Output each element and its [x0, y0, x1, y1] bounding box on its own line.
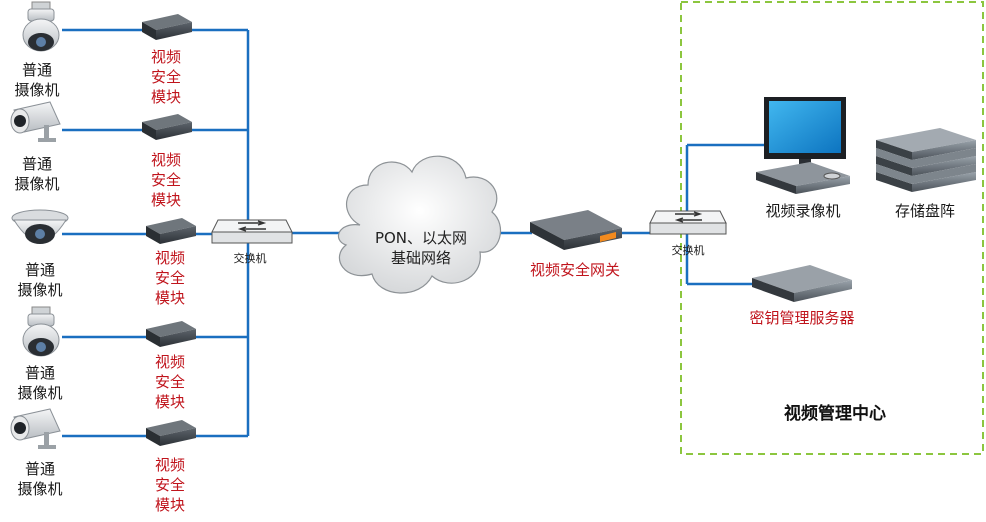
storage-rack-icon — [876, 128, 976, 192]
monitor-icon — [764, 97, 846, 167]
camera-label-line: 摄像机 — [17, 281, 63, 299]
camera-label-line: 普通 — [24, 261, 55, 279]
switch-right-label: 交换机 — [671, 244, 705, 257]
network-cloud — [337, 155, 502, 294]
network-cloud-label: PON、以太网 基础网络 — [356, 228, 486, 268]
camera-label-line: 摄像机 — [17, 384, 63, 402]
storage-array — [876, 128, 976, 192]
management-center-border — [680, 1, 984, 455]
module-label-line: 视频 — [154, 353, 185, 371]
camera-2 — [10, 101, 61, 142]
recorder-unit-icon — [756, 162, 850, 194]
key-server-label: 密钥管理服务器 — [749, 309, 855, 327]
switch-icon — [211, 219, 293, 233]
camera-3 — [11, 209, 69, 244]
camera-label-4: 普通 摄像机 — [15, 363, 65, 403]
module-label-line: 安全 — [154, 373, 185, 391]
module-label-line: 视频 — [154, 456, 185, 474]
camera-label-line: 摄像机 — [14, 175, 60, 193]
module-label-line: 安全 — [150, 171, 181, 189]
module-label-3: 视频 安全 模块 — [148, 248, 192, 308]
camera-label-2: 普通 摄像机 — [12, 154, 62, 194]
module-label-line: 安全 — [150, 68, 181, 86]
video-security-module-5 — [146, 420, 196, 446]
module-label-line: 视频 — [150, 48, 181, 66]
module-box-icon — [142, 114, 192, 130]
switch-left-label: 交换机 — [233, 252, 267, 265]
camera-label-5: 普通 摄像机 — [15, 459, 65, 499]
gateway-icon — [530, 210, 622, 240]
module-box-icon — [146, 420, 196, 436]
camera-label-line: 普通 — [21, 155, 52, 173]
dome-camera-icon — [11, 209, 69, 244]
network-label-line: PON、以太网 — [374, 229, 468, 247]
bullet-camera-icon — [10, 101, 61, 142]
ptz-dome-camera-icon — [22, 1, 60, 52]
module-label-1: 视频 安全 模块 — [144, 47, 188, 107]
storage-label: 存储盘阵 — [894, 202, 955, 220]
camera-label-3: 普通 摄像机 — [15, 260, 65, 300]
management-center-title: 视频管理中心 — [784, 404, 886, 424]
module-label-line: 模块 — [154, 289, 185, 307]
module-label-line: 安全 — [154, 269, 185, 287]
server-icon — [752, 265, 852, 302]
camera-4 — [22, 306, 60, 357]
ptz-dome-camera-icon — [22, 306, 60, 357]
module-label-4: 视频 安全 模块 — [148, 352, 192, 412]
video-security-module-1 — [142, 14, 192, 40]
module-label-line: 模块 — [150, 88, 181, 106]
cloud-icon — [337, 155, 502, 294]
module-label-line: 模块 — [150, 191, 181, 209]
module-label-line: 视频 — [150, 151, 181, 169]
camera-label-line: 普通 — [21, 61, 52, 79]
module-box-icon — [146, 218, 196, 234]
module-label-2: 视频 安全 模块 — [144, 150, 188, 210]
switch-left — [211, 219, 293, 244]
video-security-module-2 — [142, 114, 192, 140]
switch-icon — [649, 210, 727, 224]
network-label-line: 基础网络 — [390, 249, 451, 267]
video-security-module-3 — [146, 218, 196, 244]
module-label-line: 模块 — [154, 496, 185, 514]
module-box-icon — [146, 321, 196, 337]
camera-label-line: 摄像机 — [14, 81, 60, 99]
module-label-line: 安全 — [154, 476, 185, 494]
video-recorder — [756, 97, 850, 194]
camera-label-line: 普通 — [24, 364, 55, 382]
camera-label-line: 摄像机 — [17, 480, 63, 498]
module-box-icon — [142, 14, 192, 30]
link-lines — [62, 28, 768, 438]
gateway-label: 视频安全网关 — [529, 261, 620, 279]
switch-right — [649, 210, 727, 235]
video-security-gateway — [530, 210, 622, 250]
camera-5 — [10, 408, 61, 449]
recorder-label: 视频录像机 — [765, 202, 841, 220]
key-management-server — [752, 265, 852, 302]
camera-label-1: 普通 摄像机 — [12, 60, 62, 100]
module-label-5: 视频 安全 模块 — [148, 455, 192, 515]
module-label-line: 模块 — [154, 393, 185, 411]
camera-label-line: 普通 — [24, 460, 55, 478]
module-label-line: 视频 — [154, 249, 185, 267]
bullet-camera-icon — [10, 408, 61, 449]
camera-1 — [22, 1, 60, 52]
video-security-module-4 — [146, 321, 196, 347]
